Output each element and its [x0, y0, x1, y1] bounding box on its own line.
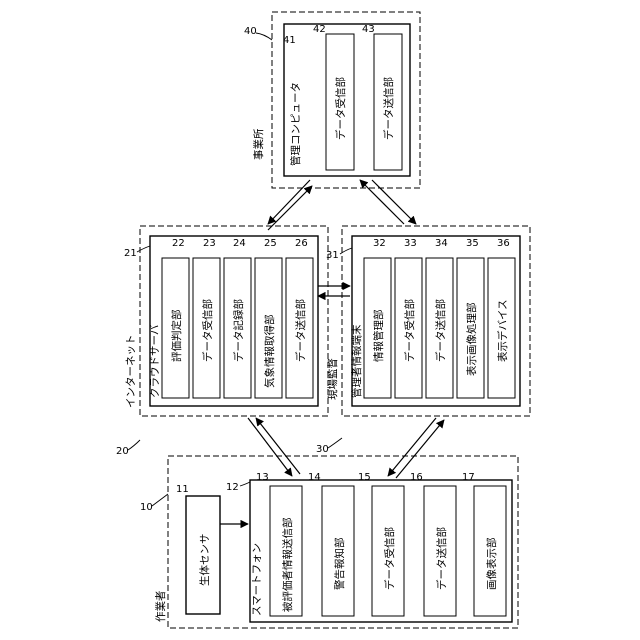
site-part-33-label: データ受信部	[403, 299, 416, 362]
site-supervisor-ref: 30	[316, 444, 329, 455]
site-part-35-label: 表示画像処理部	[465, 303, 478, 377]
worker-part-16-label: データ送信部	[435, 527, 448, 590]
internet-part-24-ref: 24	[233, 238, 246, 249]
office-label: 事業所	[252, 128, 265, 160]
worker-part-14-ref: 14	[308, 472, 321, 483]
cloud-server-label: クラウドサーバ	[149, 324, 161, 398]
arrow-worker-to-site	[396, 420, 444, 478]
office-part-42-ref: 42	[313, 24, 326, 35]
worker-part-14-label: 警告報知部	[333, 538, 346, 591]
arrow-cloud-to-office	[268, 186, 312, 230]
arrow-worker-to-cloud	[256, 418, 300, 474]
worker-part-15-ref: 15	[358, 472, 371, 483]
worker-label: 作業者	[154, 591, 167, 623]
leader-12	[240, 482, 250, 486]
internet-part-24-label: データ記録部	[232, 299, 245, 362]
site-part-33-ref: 33	[404, 238, 417, 249]
cloud-server-ref: 21	[124, 248, 137, 259]
arrow-site-to-worker	[388, 418, 436, 476]
worker-part-13-ref: 13	[256, 472, 269, 483]
office-part-42-label: データ受信部	[334, 77, 347, 140]
site-part-32-ref: 32	[373, 238, 386, 249]
internet-part-25-ref: 25	[264, 238, 277, 249]
site-part-32-label: 情報管理部	[372, 310, 385, 363]
site-part-36-ref: 36	[497, 238, 510, 249]
body-sensor-label: 生体センサ	[198, 534, 211, 587]
arrow-cloud-to-worker	[248, 418, 292, 476]
internet-part-22-label: 評価判定部	[170, 310, 183, 363]
body-sensor-ref: 11	[176, 484, 189, 495]
leader-21	[137, 246, 150, 252]
leader-30	[328, 438, 342, 448]
internet-part-22-ref: 22	[172, 238, 185, 249]
smartphone-label: スマートフォン	[251, 543, 263, 616]
internet-group: 20 21 インターネット クラウドサーバ 22 評価判定部 23 データ受信部…	[116, 226, 328, 457]
management-computer-label: 管理コンピュータ	[289, 82, 302, 166]
worker-group: 10 作業者 11 生体センサ 12 スマートフォン 13 被評価者情報送信部 …	[140, 456, 518, 628]
site-part-35-ref: 35	[466, 238, 479, 249]
leader-10	[152, 494, 168, 506]
arrow-office-to-cloud	[268, 180, 310, 224]
internet-part-25-label: 気象情報取得部	[263, 315, 276, 389]
arrow-office-to-site	[372, 180, 416, 224]
internet-part-26-label: データ送信部	[294, 299, 307, 362]
leader-20	[128, 440, 140, 450]
site-supervisor-label: 現場監督	[326, 358, 339, 400]
site-supervisor-group: 30 31 現場監督 管理者情報端末 32 情報管理部 33 データ受信部 34…	[316, 226, 530, 455]
internet-part-23-label: データ受信部	[201, 299, 214, 362]
office-part-43-ref: 43	[362, 24, 375, 35]
site-part-34-label: データ送信部	[434, 299, 447, 362]
management-computer-ref: 41	[283, 35, 296, 46]
worker-ref: 10	[140, 502, 153, 513]
admin-terminal-ref: 31	[326, 250, 339, 261]
admin-terminal-label: 管理者情報端末	[350, 324, 363, 398]
internet-label: インターネット	[125, 335, 137, 409]
office-ref: 40	[244, 26, 257, 37]
arrow-site-to-office	[360, 180, 404, 224]
internet-part-26-ref: 26	[295, 238, 308, 249]
internet-ref: 20	[116, 446, 129, 457]
worker-part-16-ref: 16	[410, 472, 423, 483]
worker-part-15-label: データ受信部	[383, 527, 396, 590]
internet-part-23-ref: 23	[203, 238, 216, 249]
leader-40	[256, 33, 272, 40]
worker-part-13-label: 被評価者情報送信部	[281, 518, 294, 613]
smartphone-ref: 12	[226, 482, 239, 493]
site-part-34-ref: 34	[435, 238, 448, 249]
site-part-36-label: 表示デバイス	[496, 299, 509, 362]
office-part-43-label: データ送信部	[382, 77, 395, 140]
worker-part-17-ref: 17	[462, 472, 475, 483]
worker-part-17-label: 画像表示部	[485, 538, 498, 591]
